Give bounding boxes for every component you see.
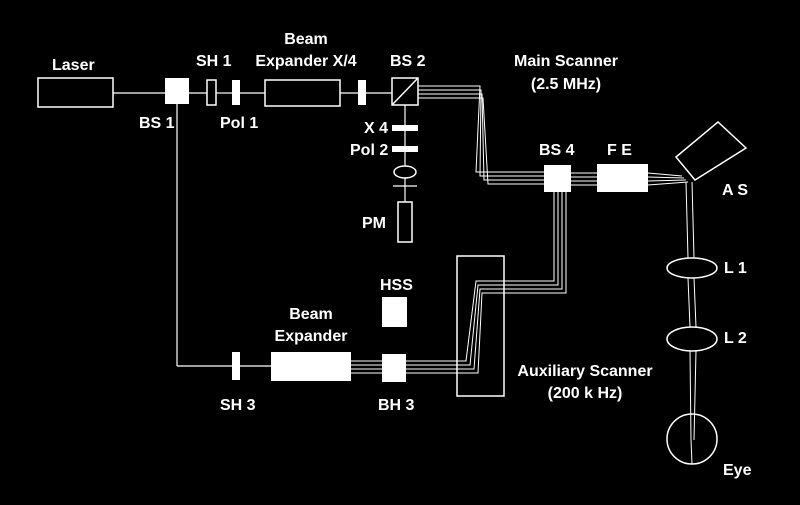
- sh1-label: SH 1: [196, 53, 232, 70]
- bs4-label: BS 4: [539, 142, 575, 159]
- pol1-polarizer: [232, 80, 240, 105]
- beam-expander-bottom-label-1: Beam: [289, 306, 333, 323]
- pm-branch: [393, 105, 417, 202]
- top-small-element: [358, 80, 366, 105]
- x4-label: X 4: [364, 120, 388, 137]
- hss-label: HSS: [380, 277, 413, 294]
- bs4-block: [544, 165, 571, 192]
- aux-scanner-label-2: (200 k Hz): [548, 385, 623, 402]
- main-scanner-label-1: Main Scanner: [514, 53, 618, 70]
- pm-detector-box: [397, 201, 413, 243]
- beam-expander-bottom-label-2: Expander: [275, 328, 348, 345]
- sh3-shutter: [232, 352, 240, 380]
- aux-scanner-label-1: Auxiliary Scanner: [517, 363, 652, 380]
- pm-lens: [393, 165, 417, 179]
- bs1-down-path: [176, 104, 271, 367]
- beam-expander-top-label-1: Beam: [284, 31, 328, 48]
- bh3-label: BH 3: [378, 397, 415, 414]
- beam-expander-top-label-2: Expander X/4: [255, 53, 356, 70]
- laser-label: Laser: [52, 57, 95, 74]
- l2-lens: [666, 326, 718, 352]
- beam-expander-bottom-box: [271, 352, 351, 381]
- pm-label: PM: [362, 215, 386, 232]
- bs1-label: BS 1: [139, 115, 175, 132]
- l2-label: L 2: [724, 330, 747, 347]
- eye-label: Eye: [723, 462, 752, 479]
- l1-lens: [666, 257, 718, 279]
- laser-box: [37, 77, 114, 108]
- sh1-shutter: [206, 79, 217, 106]
- be-bh3-beam: [351, 360, 382, 374]
- l1-label: L 1: [724, 260, 747, 277]
- pol2-label: Pol 2: [350, 142, 388, 159]
- bs1-block: [165, 78, 189, 104]
- eye-beam: [685, 181, 697, 465]
- fe-label: F E: [607, 142, 632, 159]
- as-label: A S: [722, 182, 748, 199]
- beam-expander-x4-box: [264, 79, 341, 107]
- fe-as-beam: [647, 172, 689, 186]
- fe-box: [597, 164, 648, 192]
- aux-scanner-box: [456, 255, 505, 397]
- eye-circle: [666, 413, 718, 465]
- aux-scanner-beam: [406, 192, 567, 374]
- as-scanner-mirror: [674, 121, 748, 181]
- bs2-beamsplitter-cube: [391, 77, 419, 106]
- hss-block: [382, 297, 407, 327]
- x4-waveplate: [392, 125, 418, 131]
- pol1-label: Pol 1: [220, 115, 258, 132]
- bs2-label: BS 2: [390, 53, 426, 70]
- main-scanner-beam: [418, 85, 548, 185]
- sh3-label: SH 3: [220, 397, 256, 414]
- main-scanner-label-2: (2.5 MHz): [531, 76, 601, 93]
- bs4-fe-beam: [571, 172, 597, 186]
- bh3-block: [382, 354, 406, 382]
- pol2-polarizer: [392, 146, 418, 152]
